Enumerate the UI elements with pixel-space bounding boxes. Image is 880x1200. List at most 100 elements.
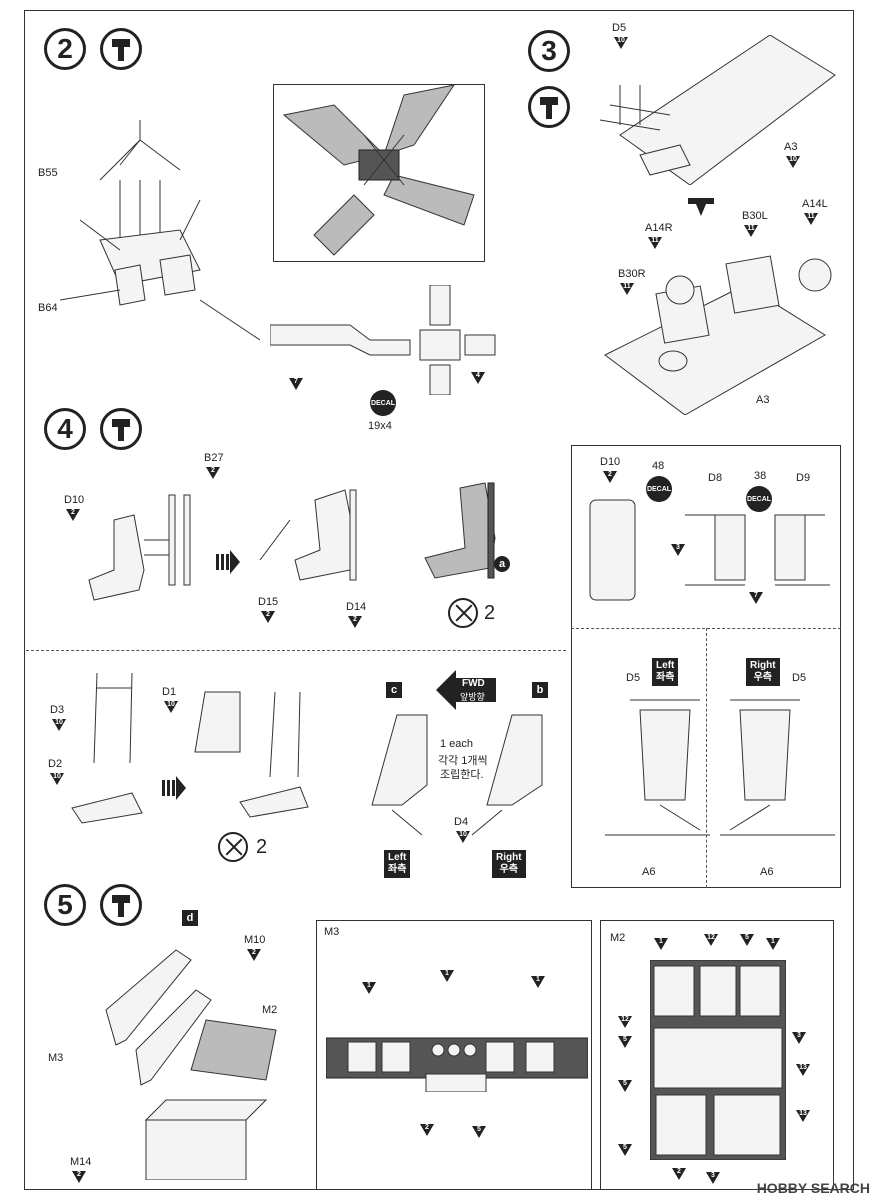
part-d14-label: D14 bbox=[346, 601, 367, 613]
runner-m14: 2 bbox=[72, 1171, 86, 1183]
part-a6-label: A6 bbox=[642, 866, 656, 878]
ref-arrow-13: 13 bbox=[796, 1110, 810, 1122]
right-arrow-icon bbox=[216, 550, 240, 574]
ref-arrow-1: 1 bbox=[531, 976, 545, 988]
part-a3-bottom-label: A3 bbox=[756, 394, 770, 406]
quantity-icon bbox=[448, 598, 478, 628]
ref-arrow-5: 5 bbox=[472, 1126, 486, 1138]
step-number: 5 bbox=[44, 884, 86, 926]
part-m10-label: M10 bbox=[244, 934, 266, 946]
seat-decal-drawing bbox=[589, 499, 830, 601]
rotor-hub-exploded-drawing bbox=[60, 120, 260, 341]
ref-arrow-12: 12 bbox=[704, 934, 718, 946]
part-a14l-label: A14L bbox=[802, 198, 828, 210]
ref-arrow-1: 1 bbox=[440, 970, 454, 982]
callout-b: b bbox=[532, 682, 548, 698]
part-a14r-label: A14R bbox=[645, 222, 673, 234]
ref-arrow-5: 5 bbox=[740, 934, 754, 946]
painted-seat-drawing bbox=[424, 482, 496, 579]
runner-d15: 2 bbox=[261, 611, 275, 623]
part-b27-label: B27 bbox=[204, 452, 224, 464]
ref-arrow-3: 3 bbox=[706, 1172, 720, 1184]
runner-d3: 10 bbox=[52, 719, 66, 731]
cement-icon bbox=[100, 884, 142, 926]
runner-b27: 2 bbox=[206, 467, 220, 479]
ref-arrow-5: 5 bbox=[618, 1080, 632, 1092]
part-d8-label: D8 bbox=[708, 472, 723, 484]
m3-panel-box bbox=[316, 920, 592, 1190]
step-number: 4 bbox=[44, 408, 86, 450]
m3-panel-drawing bbox=[326, 1037, 588, 1092]
seat-assembly-drawing bbox=[259, 489, 357, 581]
tail-rotor-drawing bbox=[270, 285, 496, 395]
part-b55-label: B55 bbox=[38, 167, 58, 179]
floor-panel-drawing bbox=[599, 35, 836, 185]
right-arrow-icon bbox=[162, 776, 186, 800]
rotor-detail-box bbox=[273, 84, 485, 262]
runner-d10: 2 bbox=[66, 509, 80, 521]
part-d10-label: D10 bbox=[64, 494, 85, 506]
ref-arrow-4: 4 bbox=[471, 372, 485, 384]
part-m2-label: M2 bbox=[262, 1004, 278, 1016]
runner-d4: 10 bbox=[456, 831, 470, 843]
runner-a14r: 11 bbox=[648, 237, 662, 249]
ref-arrow-12: 12 bbox=[618, 1016, 632, 1028]
ref-arrow-7: 7 bbox=[749, 592, 763, 604]
fwd-label: FWD bbox=[462, 678, 485, 689]
panel-title: M3 bbox=[324, 926, 340, 938]
callout-d: d bbox=[182, 910, 198, 926]
step-number: 2 bbox=[44, 28, 86, 70]
part-d5-label: D5 bbox=[626, 672, 641, 684]
ref-arrow-5: 5 bbox=[618, 1036, 632, 1048]
part-m14-label: M14 bbox=[70, 1156, 92, 1168]
one-each-kr1: 각각 1개씩 bbox=[438, 755, 488, 767]
part-b64-label: B64 bbox=[38, 302, 58, 314]
runner-d5: 10 bbox=[614, 37, 628, 49]
divider bbox=[26, 650, 566, 651]
watermark: HOBBY SEARCH bbox=[756, 1180, 870, 1196]
runner-d2: 10 bbox=[50, 773, 64, 785]
ref-arrow-7: 7 bbox=[289, 378, 303, 390]
fwd-arrow-icon bbox=[436, 670, 496, 710]
runner-b30l: 11 bbox=[744, 225, 758, 237]
runner-d10: 2 bbox=[603, 471, 617, 483]
ref-arrow-1: 1 bbox=[766, 938, 780, 950]
part-a3-top-label: A3 bbox=[784, 141, 798, 153]
ref-arrow-1: 1 bbox=[362, 982, 376, 994]
part-d10-label: D10 bbox=[600, 456, 621, 468]
cement-icon bbox=[100, 408, 142, 450]
troop-seat-drawing bbox=[605, 699, 835, 836]
part-d5-label: D5 bbox=[792, 672, 807, 684]
runner-d1: 10 bbox=[164, 701, 178, 713]
part-d2-label: D2 bbox=[48, 758, 63, 770]
divider bbox=[706, 628, 707, 888]
ref-arrow-3: 3 bbox=[792, 1032, 806, 1044]
seat-fabric-drawing bbox=[194, 691, 309, 818]
cement-icon bbox=[100, 28, 142, 70]
ref-arrow-13: 13 bbox=[796, 1064, 810, 1076]
ref-arrow-1: 1 bbox=[654, 938, 668, 950]
step-number: 3 bbox=[528, 30, 570, 72]
part-d9-label: D9 bbox=[796, 472, 811, 484]
part-d15-label: D15 bbox=[258, 596, 279, 608]
decal-icon: DECAL bbox=[646, 476, 672, 502]
part-a6-label: A6 bbox=[760, 866, 774, 878]
part-d4-label: D4 bbox=[454, 816, 469, 828]
fwd-label-kr: 앞방향 bbox=[460, 692, 485, 702]
part-d1-label: D1 bbox=[162, 686, 177, 698]
seat-pair-drawing bbox=[371, 714, 543, 836]
quantity-icon bbox=[218, 832, 248, 862]
quantity-x2: 2 bbox=[484, 602, 496, 624]
runner-a3-top: 10 bbox=[786, 156, 800, 168]
ref-arrow-3: 3 bbox=[671, 544, 685, 556]
part-d5-label: D5 bbox=[612, 22, 627, 34]
down-arrow-icon bbox=[688, 198, 714, 216]
runner-b30r: 11 bbox=[620, 283, 634, 295]
instrument-panel-exploded-drawing bbox=[105, 949, 277, 1180]
decal-count: 19x4 bbox=[368, 420, 392, 432]
